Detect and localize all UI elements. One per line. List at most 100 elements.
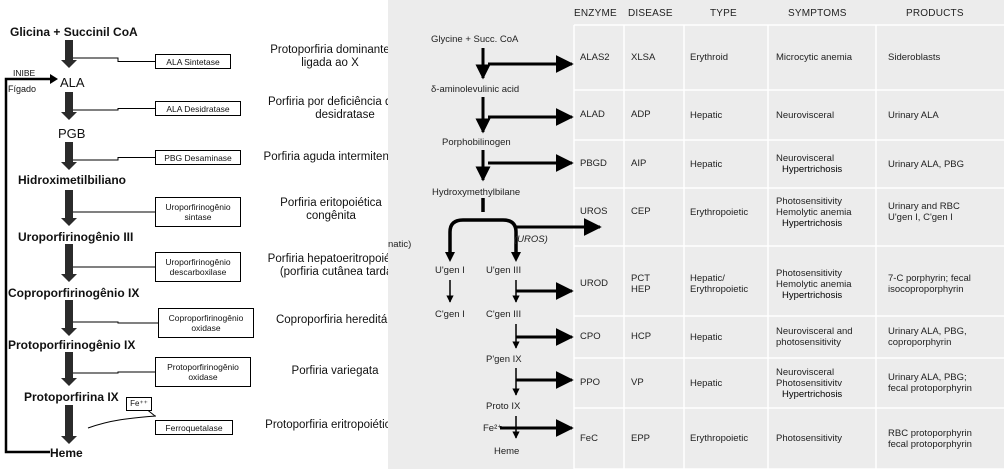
metabolite-ugen-i: U'gen I	[435, 265, 465, 276]
type-cell: Hepatic	[690, 331, 723, 343]
left-pathway-arrow	[61, 352, 77, 386]
metabolite-hydroxymethylbilane: Hydroxymethylbilane	[432, 187, 521, 198]
left-pathway-arrow	[61, 190, 77, 226]
symptoms-cell: Photosensitivitv	[776, 377, 843, 389]
enzyme-cell: UROS	[580, 206, 608, 217]
header-enzyme: ENZYME	[574, 8, 617, 19]
products-cell: fecal protoporphyrin	[888, 383, 972, 394]
symptoms-cell: Photosensitivity	[776, 267, 843, 279]
disease-label-line: Porfiria por deficiência de ALA	[267, 96, 423, 108]
metabolite-ugen-iii: U'gen III	[486, 265, 522, 276]
products-cell: coproporphyrin	[888, 337, 952, 348]
branch-arrowhead	[445, 252, 455, 262]
metabolite-heme-en: Heme	[494, 446, 520, 457]
portuguese-heme-pathway-panel: INIBE Fígado Glicina + Succinil CoA ALA …	[0, 0, 422, 469]
symptoms-cell: photosensitivity	[776, 337, 841, 348]
metabolite-pgb: PGB	[58, 126, 86, 141]
disease-label-line: Protoporfiria eritropoiética	[265, 419, 397, 431]
enzyme-box-line: oxidase	[191, 323, 221, 333]
disease-label-line: Porfiria variegata	[291, 365, 379, 377]
type-cell: Erythropoietic	[690, 206, 749, 218]
left-pathway-arrow	[61, 40, 77, 68]
enzyme-cell: FeC	[580, 432, 598, 444]
branch-arrow	[448, 198, 518, 258]
enzyme-cell: ALAD	[580, 109, 605, 120]
disease-label-6: Coproporfiria hereditária	[258, 314, 418, 327]
disease-cell: AIP	[631, 158, 647, 169]
disease-label-line: ligada ao X	[301, 57, 359, 69]
left-pathway-arrow	[61, 142, 77, 170]
enzyme-cell: PPO	[580, 377, 601, 388]
enzyme-connector-line	[73, 157, 155, 161]
disease-cell: PCT HEP	[631, 273, 651, 295]
products-cell: U'gen I, C'gen I	[888, 212, 953, 223]
header-disease: DISEASE	[628, 8, 673, 19]
header-products: PRODUCTS	[906, 8, 964, 19]
metabolite-coproporfirinogenio-ix: Coproporfirinogênio IX	[8, 286, 140, 300]
enzyme-connector-line	[73, 108, 155, 111]
enzyme-cell: CPO	[580, 331, 601, 342]
metabolite-cgen-iii: C'gen III	[486, 309, 522, 320]
metabolite-glycine-succ-coa: Glycine + Succ. CoA	[431, 34, 519, 45]
enzyme-connector-line	[73, 371, 155, 374]
right-lines-layer	[445, 24, 1004, 469]
type-cell: Hepatic	[690, 109, 723, 121]
symptoms-cell: Photosensitivity	[776, 195, 843, 207]
symptoms-cell: Microcytic anemia	[776, 52, 853, 63]
inhibition-label: INIBE	[13, 68, 36, 78]
enzyme-box-line: ALA Desidratase	[166, 103, 230, 114]
type-cell: Hepatic	[690, 377, 723, 389]
enzyme-cell: ALAS2	[580, 51, 610, 63]
symptoms-extra-cell: Hypertrichosis	[782, 388, 843, 400]
metabolite-protoporfirina-ix: Protoporfirina IX	[24, 390, 119, 404]
enzyme-box-2: ALA Desidratase	[155, 101, 241, 116]
enzyme-box-line: ALA Sintetase	[166, 56, 220, 67]
disease-label-line: Coproporfiria hereditária	[275, 314, 400, 326]
symptoms-extra-cell: Hypertrichosis	[782, 289, 843, 301]
disease-label-line: Porfiria aguda intermitente	[263, 151, 399, 163]
metabolite-porphobilinogen: Porphobilinogen	[442, 137, 511, 148]
disease-label-line: congênita	[306, 210, 356, 222]
metabolite-hidroximetilbiliano: Hidroximetilbiliano	[18, 173, 127, 187]
organ-label: Fígado	[8, 84, 37, 94]
disease-label-8: Protoporfiria eritropoiética	[251, 419, 411, 432]
metabolite-fe2: Fe²⁺	[483, 423, 503, 434]
left-arrows-layer	[4, 40, 158, 454]
metabolite-glicina: Glicina + Succinil CoA	[10, 25, 138, 39]
disease-cell: ADP	[631, 109, 651, 120]
enzyme-box-line: descarboxilase	[169, 267, 227, 277]
symptoms-cell: Hemolytic anemia	[776, 206, 852, 218]
type-cell: Erythropoietic	[690, 433, 749, 444]
disease-cell: HCP	[631, 331, 652, 342]
metabolite-uroporfirinogenio-iii: Uroporfirinogênio III	[18, 230, 134, 244]
disease-label-line: Porfiria eritopoiética	[280, 197, 382, 209]
enzyme-box-line: Uroporfirinogênio	[165, 257, 231, 267]
products-cell: Sideroblasts	[888, 52, 941, 63]
enzyme-box-1: ALA Sintetase	[155, 54, 231, 69]
enzyme-box-line: Coproporfirinogênio	[168, 313, 244, 323]
branch-arrowhead	[511, 252, 521, 262]
metabolite-protoporfirinogenio-ix: Protoporfirinogênio IX	[8, 338, 136, 352]
products-cell: Urinary ALA	[888, 109, 939, 121]
enzyme-box-line: oxidase	[188, 372, 218, 382]
disease-cell: XLSA	[631, 51, 656, 63]
cut-off-label: natic)	[388, 239, 412, 250]
products-cell: Urinary ALA, PBG;	[888, 372, 967, 383]
symptoms-cell: Photosensitivity	[776, 433, 843, 444]
products-cell: 7-C porphyrin; fecal	[888, 273, 971, 284]
type-cell: Erythropoietic	[690, 284, 749, 295]
disease-cell: CEP	[631, 206, 651, 217]
products-cell: isocoproporphyrin	[888, 284, 964, 295]
enzyme-box-line: Uroporfirinogênio	[165, 202, 231, 212]
disease-label-line: desidratase	[315, 109, 375, 121]
disease-label-line: Protoporfiria dominante	[270, 44, 390, 56]
symptoms-cell: Hemolytic anemia	[776, 278, 852, 290]
products-cell: Urinary and RBC	[888, 201, 960, 212]
disease-label-line: Porfiria hepatoeritropoiética	[267, 253, 409, 265]
products-cell: Urinary ALA, PBG	[888, 158, 965, 170]
header-symptoms: SYMPTOMS	[788, 8, 847, 19]
disease-label-line: (porfiria cutânea tarda)	[279, 266, 397, 278]
